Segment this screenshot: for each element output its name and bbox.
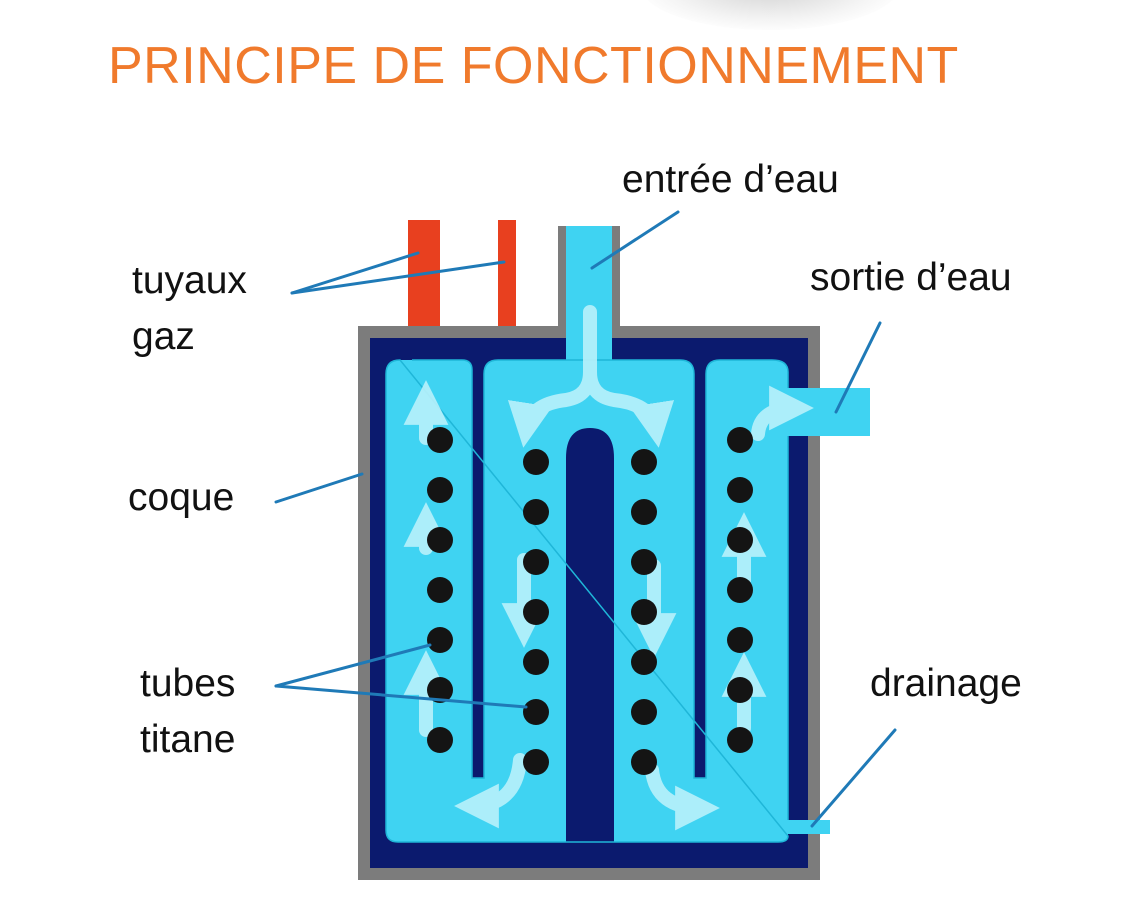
titanium-tubes xyxy=(427,427,753,775)
tube xyxy=(427,577,453,603)
tube xyxy=(427,727,453,753)
page-title: PRINCIPE DE FONCTIONNEMENT xyxy=(108,37,959,95)
label-titanium-tubes-line1: tubes xyxy=(140,662,236,705)
leader-gas-pipe-right xyxy=(290,260,506,295)
leader-water-inlet xyxy=(590,210,680,270)
tube xyxy=(523,649,549,675)
channel-outline xyxy=(385,359,789,843)
leader-shell xyxy=(274,472,364,504)
label-shell: coque xyxy=(128,476,235,519)
leader-drainage xyxy=(810,728,897,828)
tube xyxy=(523,699,549,725)
tube xyxy=(727,477,753,503)
label-gas-pipes-line1: tuyaux xyxy=(132,259,247,302)
tube xyxy=(427,477,453,503)
arrow-bottom-right xyxy=(645,763,720,831)
tube xyxy=(631,499,657,525)
tube xyxy=(523,599,549,625)
label-gas-pipes-line2: gaz xyxy=(132,315,195,358)
tube xyxy=(727,627,753,653)
label-water-inlet: entrée d’eau xyxy=(622,158,839,201)
label-gas-pipes: tuyaux gaz xyxy=(132,253,247,365)
arrow-inlet-split-right xyxy=(583,365,675,448)
tube xyxy=(631,549,657,575)
leader-tubes-mid xyxy=(274,684,528,709)
leader-tubes-left xyxy=(274,643,432,688)
tube xyxy=(427,527,453,553)
tube xyxy=(523,749,549,775)
gas-pipe-right xyxy=(498,220,516,332)
tube xyxy=(427,427,453,453)
tube xyxy=(631,449,657,475)
tube xyxy=(631,649,657,675)
tube xyxy=(727,527,753,553)
tube xyxy=(523,449,549,475)
leader-gas-pipe-left xyxy=(290,251,420,295)
tube xyxy=(523,549,549,575)
center-core xyxy=(566,428,614,842)
arrow-outlet xyxy=(751,385,814,441)
tube xyxy=(727,677,753,703)
label-water-outlet: sortie d’eau xyxy=(810,256,1012,299)
tube xyxy=(631,599,657,625)
arrow-bottom-left xyxy=(454,753,527,829)
tube xyxy=(727,577,753,603)
label-titanium-tubes: tubes titane xyxy=(140,656,235,768)
leader-lines xyxy=(274,210,897,828)
leader-water-outlet xyxy=(834,321,882,414)
tube xyxy=(631,699,657,725)
tube xyxy=(427,677,453,703)
tube xyxy=(727,427,753,453)
tube xyxy=(631,749,657,775)
label-drainage: drainage xyxy=(870,662,1022,705)
label-titanium-tubes-line2: titane xyxy=(140,718,236,761)
tube xyxy=(523,499,549,525)
tube xyxy=(427,627,453,653)
tube xyxy=(727,727,753,753)
